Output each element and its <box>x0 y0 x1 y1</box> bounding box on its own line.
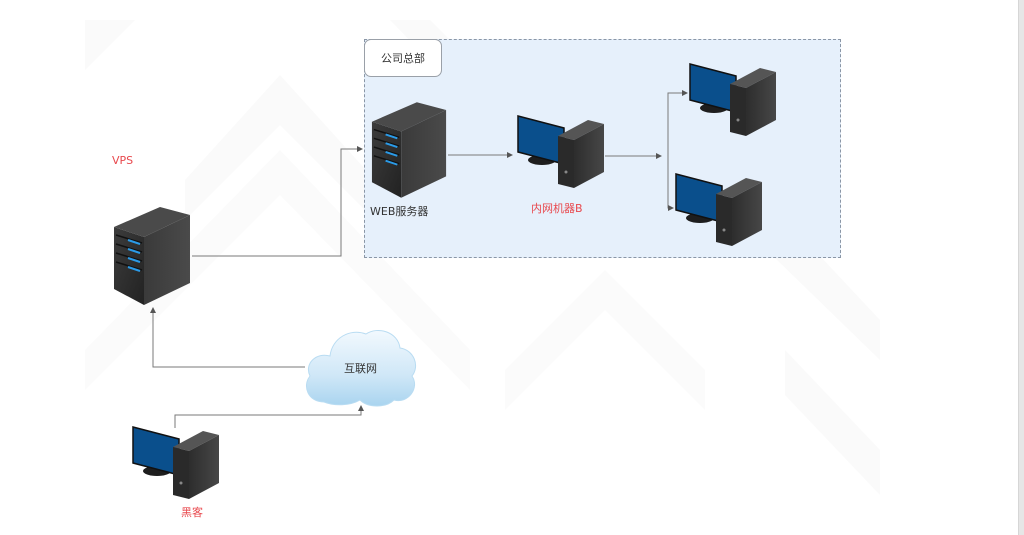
edge-hacker-internet <box>174 405 364 428</box>
desktop-computer-icon[interactable] <box>131 425 221 499</box>
desktop-computer-icon[interactable] <box>674 172 764 246</box>
desktop-computer-icon[interactable] <box>516 114 606 188</box>
edge-vps-webserver <box>192 146 363 257</box>
web-server-label: WEB服务器 <box>370 205 429 218</box>
server-icon[interactable] <box>370 100 450 200</box>
vertical-scrollbar[interactable] <box>1018 0 1024 535</box>
edge-hub-pc-bottom <box>667 150 674 211</box>
internal-machine-b-label: 内网机器B <box>531 202 583 215</box>
headquarters-label[interactable]: 公司总部 <box>364 39 442 77</box>
desktop-computer-icon[interactable] <box>688 62 778 136</box>
edge-internet-vps <box>150 307 305 368</box>
cloud-icon[interactable] <box>302 324 420 408</box>
internet-label: 互联网 <box>344 362 377 375</box>
server-icon[interactable] <box>112 205 194 307</box>
hacker-label: 黑客 <box>181 506 203 519</box>
vps-label: VPS <box>112 154 134 167</box>
